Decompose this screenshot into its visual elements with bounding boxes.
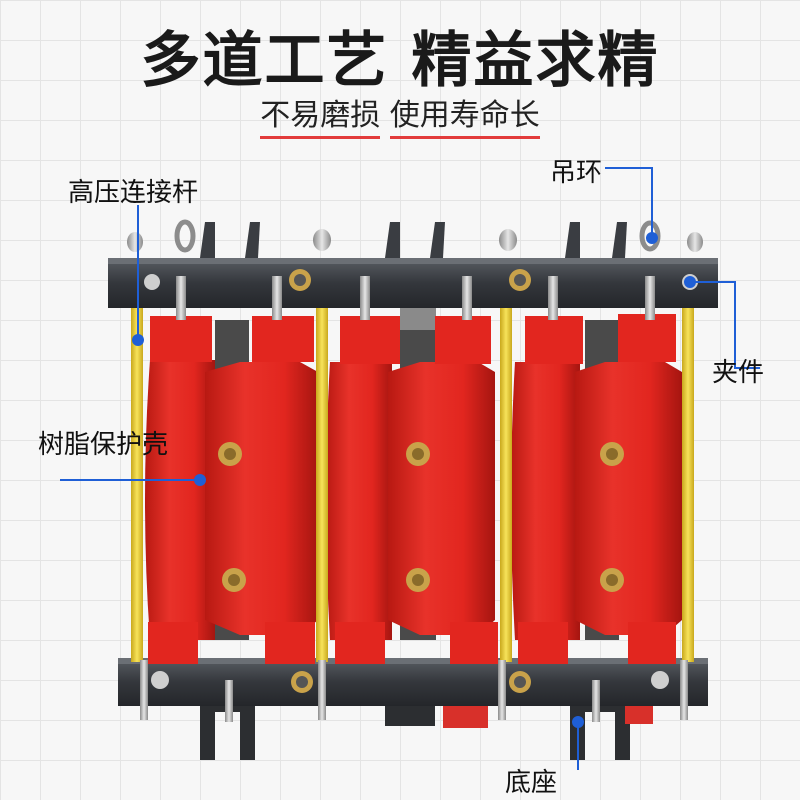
- page-subtitle: 不易磨损 使用寿命长: [0, 90, 800, 139]
- hv-connecting-rods: [131, 300, 694, 662]
- callout-dots: [132, 232, 696, 728]
- base-feet: [200, 700, 653, 760]
- callout-clamp: 夹件: [712, 358, 765, 388]
- resin-coil-middle: [326, 316, 498, 664]
- frame-studs: [140, 276, 688, 722]
- callout-lifting-ring: 吊环: [550, 158, 603, 188]
- callout-dot-clamp: [684, 276, 696, 288]
- resin-coil-right: [511, 314, 682, 664]
- callout-dot-resin-shell: [194, 474, 206, 486]
- callout-base: 底座: [505, 768, 558, 798]
- callout-dot-lifting-ring: [646, 232, 658, 244]
- callout-hv-rod: 高压连接杆: [68, 178, 199, 208]
- callout-resin-shell: 树脂保护壳: [38, 430, 169, 460]
- lifting-rings: [127, 219, 703, 253]
- lower-clamp-frame: [118, 658, 708, 706]
- callout-lines: [60, 167, 760, 770]
- subtitle-left: 不易磨损: [260, 90, 381, 139]
- page-title: 多道工艺 精益求精: [140, 26, 660, 96]
- callout-dot-base: [572, 716, 584, 728]
- callout-dot-hv-rod: [132, 334, 144, 346]
- upper-clamp-frame: [108, 222, 718, 308]
- subtitle-right: 使用寿命长: [389, 90, 540, 139]
- resin-coil-left: [145, 316, 318, 664]
